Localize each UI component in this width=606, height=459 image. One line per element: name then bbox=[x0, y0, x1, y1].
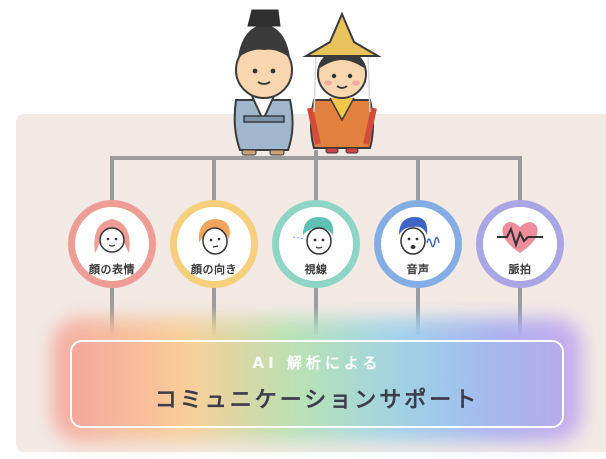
node-label: 顔の向き bbox=[191, 263, 237, 276]
heartbeat-icon bbox=[497, 222, 543, 253]
node-label: 顔の表情 bbox=[89, 263, 135, 276]
node-face-orientation: 顔の向き bbox=[170, 200, 258, 288]
node-label: 音声 bbox=[406, 263, 430, 276]
banner-title: コミュニケーションサポート bbox=[154, 388, 480, 413]
tilted-face-icon bbox=[198, 219, 230, 255]
node-label: 視線 bbox=[304, 263, 328, 276]
voice-face-icon bbox=[399, 217, 440, 255]
node-gaze: 視線 bbox=[272, 200, 360, 288]
mascot-couple-illustration bbox=[233, 9, 382, 156]
woman-face-icon bbox=[94, 219, 130, 253]
woman-mascot bbox=[302, 11, 382, 154]
node-facial-expression: 顔の表情 bbox=[68, 200, 156, 288]
node-label: 脈拍 bbox=[508, 263, 532, 276]
banner-subtitle: AI 解析による bbox=[252, 354, 382, 372]
summary-banner: AI 解析による コミュニケーションサポート bbox=[70, 340, 564, 428]
gaze-face-icon bbox=[292, 217, 334, 255]
node-voice: 音声 bbox=[374, 200, 462, 288]
man-mascot bbox=[233, 9, 294, 156]
node-pulse: 脈拍 bbox=[476, 200, 564, 288]
